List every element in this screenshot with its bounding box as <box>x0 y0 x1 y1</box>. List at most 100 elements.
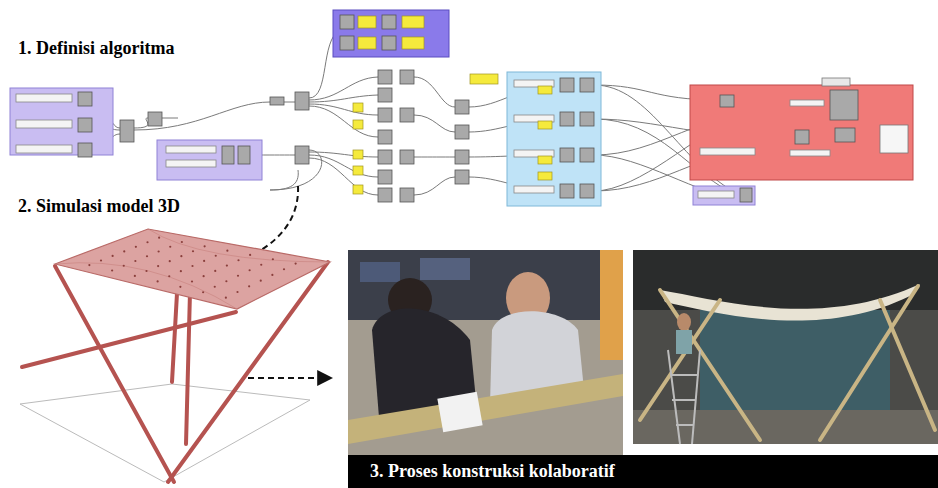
algorithm-wires-part <box>134 102 270 130</box>
flow-arrows-part <box>248 377 330 379</box>
model-3d-part-part <box>249 254 251 256</box>
photo-left <box>348 250 623 488</box>
photo-right <box>633 250 938 444</box>
model-3d-part-part <box>169 260 171 262</box>
photo-right-part-part <box>692 350 700 444</box>
model-3d-part-part <box>100 259 102 261</box>
algorithm-components-part <box>78 118 92 132</box>
photo-left-part <box>348 250 623 488</box>
algorithm-components-part <box>378 108 392 122</box>
model-3d-part-part <box>181 241 183 243</box>
model-3d-part-part <box>111 269 113 271</box>
algorithm-panels-yellow-part <box>358 37 376 49</box>
model-3d-part-part <box>157 265 159 267</box>
model-3d-part-part <box>145 270 147 272</box>
algorithm-components-part <box>382 36 396 50</box>
algorithm-components-part <box>560 148 574 162</box>
model-3d-part-part <box>192 250 194 252</box>
algorithm-sliders-part <box>16 145 72 153</box>
algorithm-components-part <box>400 70 414 84</box>
photo-right-part-part <box>676 424 694 426</box>
model-3d-part-part <box>146 241 148 243</box>
model-3d-part-part <box>88 264 90 266</box>
algorithm-components-part <box>580 78 594 92</box>
photo-left-part <box>348 374 623 444</box>
algorithm-components-part <box>78 143 92 157</box>
algorithm-sliders-part <box>698 191 734 198</box>
caption-band: 3. Proses konstruksi kolaboratif <box>348 455 938 488</box>
algorithm-panels-part <box>157 140 262 180</box>
model-3d-part-part <box>283 268 285 270</box>
algorithm-output-list-part <box>880 125 908 153</box>
model-3d-part-part <box>215 255 217 257</box>
photo-right-part <box>677 313 691 331</box>
model-3d-part-part <box>214 270 216 272</box>
model-3d-part-part <box>112 255 114 257</box>
algorithm-components-part <box>378 88 392 102</box>
algorithm-components-part <box>400 150 414 164</box>
model-3d-part-part <box>169 246 171 248</box>
model-3d-part-part <box>202 291 204 293</box>
model-3d-part-part <box>225 297 227 299</box>
algorithm-components-part <box>270 97 284 105</box>
algorithm-wires-part <box>309 155 378 177</box>
algorithm-panels-part <box>333 10 449 57</box>
photo-right-part <box>633 250 938 444</box>
model-3d-part-part <box>214 286 216 288</box>
algorithm-components-part <box>455 100 469 114</box>
algorithm-components-part <box>295 146 309 164</box>
algorithm-panels <box>10 10 913 206</box>
model-3d-part-part <box>204 245 206 247</box>
model-3d-part-part <box>123 265 125 267</box>
model-3d-part-part <box>237 275 239 277</box>
algorithm-sliders-part <box>514 186 554 193</box>
model-3d-part-part <box>158 237 160 239</box>
algorithm-wires-part <box>284 102 295 103</box>
photo-right-part-part <box>672 399 696 401</box>
algorithm-components-part <box>382 15 396 29</box>
algorithm-components-part <box>455 125 469 139</box>
algorithm-components-part <box>148 112 162 126</box>
algorithm-output-list <box>822 78 908 153</box>
algorithm-panels-yellow-part <box>353 103 363 112</box>
algorithm-panels-yellow-part <box>538 172 552 180</box>
model-3d-part-part <box>146 255 148 257</box>
algorithm-panels-yellow-part <box>402 16 424 28</box>
section-heading: 2. Simulasi model 3D <box>18 196 180 218</box>
model-3d-part-part <box>225 280 227 282</box>
model-3d-part-part <box>180 270 182 272</box>
model-3d-part-part <box>168 275 170 277</box>
algorithm-components-part <box>580 148 594 162</box>
photo-left-part <box>360 262 400 282</box>
algorithm-components-part <box>78 92 92 106</box>
caption-text: 3. Proses konstruksi kolaboratif <box>370 461 615 483</box>
photo-right-part <box>676 330 692 354</box>
photo-right-part <box>668 350 700 444</box>
algorithm-panels-yellow-part <box>353 120 363 129</box>
algorithm-output-list-part <box>822 78 850 86</box>
algorithm-components-part <box>560 78 574 92</box>
algorithm-panels-yellow-part <box>402 37 424 49</box>
algorithm-components-part <box>400 188 414 202</box>
algorithm-components-part <box>238 146 250 164</box>
algorithm-components-part <box>455 150 469 164</box>
algorithm-components-part <box>378 188 392 202</box>
algorithm-sliders-part <box>790 150 830 156</box>
algorithm-wires-part <box>134 118 148 128</box>
model-3d-part-part <box>158 250 160 252</box>
algorithm-panels-yellow-part <box>538 86 552 94</box>
algorithm-wires-part <box>162 118 178 119</box>
algorithm-sliders-part <box>790 100 824 106</box>
algorithm-wires-part <box>309 95 378 102</box>
algorithm-sliders-part <box>166 146 216 153</box>
algorithm-wires-part <box>414 115 455 132</box>
model-3d-part <box>55 229 330 309</box>
model-3d-part-part <box>249 269 251 271</box>
algorithm-panels-yellow-part <box>538 156 552 164</box>
algorithm-wires-part <box>309 77 378 100</box>
algorithm-wires-part <box>309 158 378 195</box>
photo-right-part <box>640 286 935 440</box>
model-3d-part-part <box>260 280 262 282</box>
algorithm-components-part <box>295 92 309 110</box>
model-3d <box>20 229 330 482</box>
